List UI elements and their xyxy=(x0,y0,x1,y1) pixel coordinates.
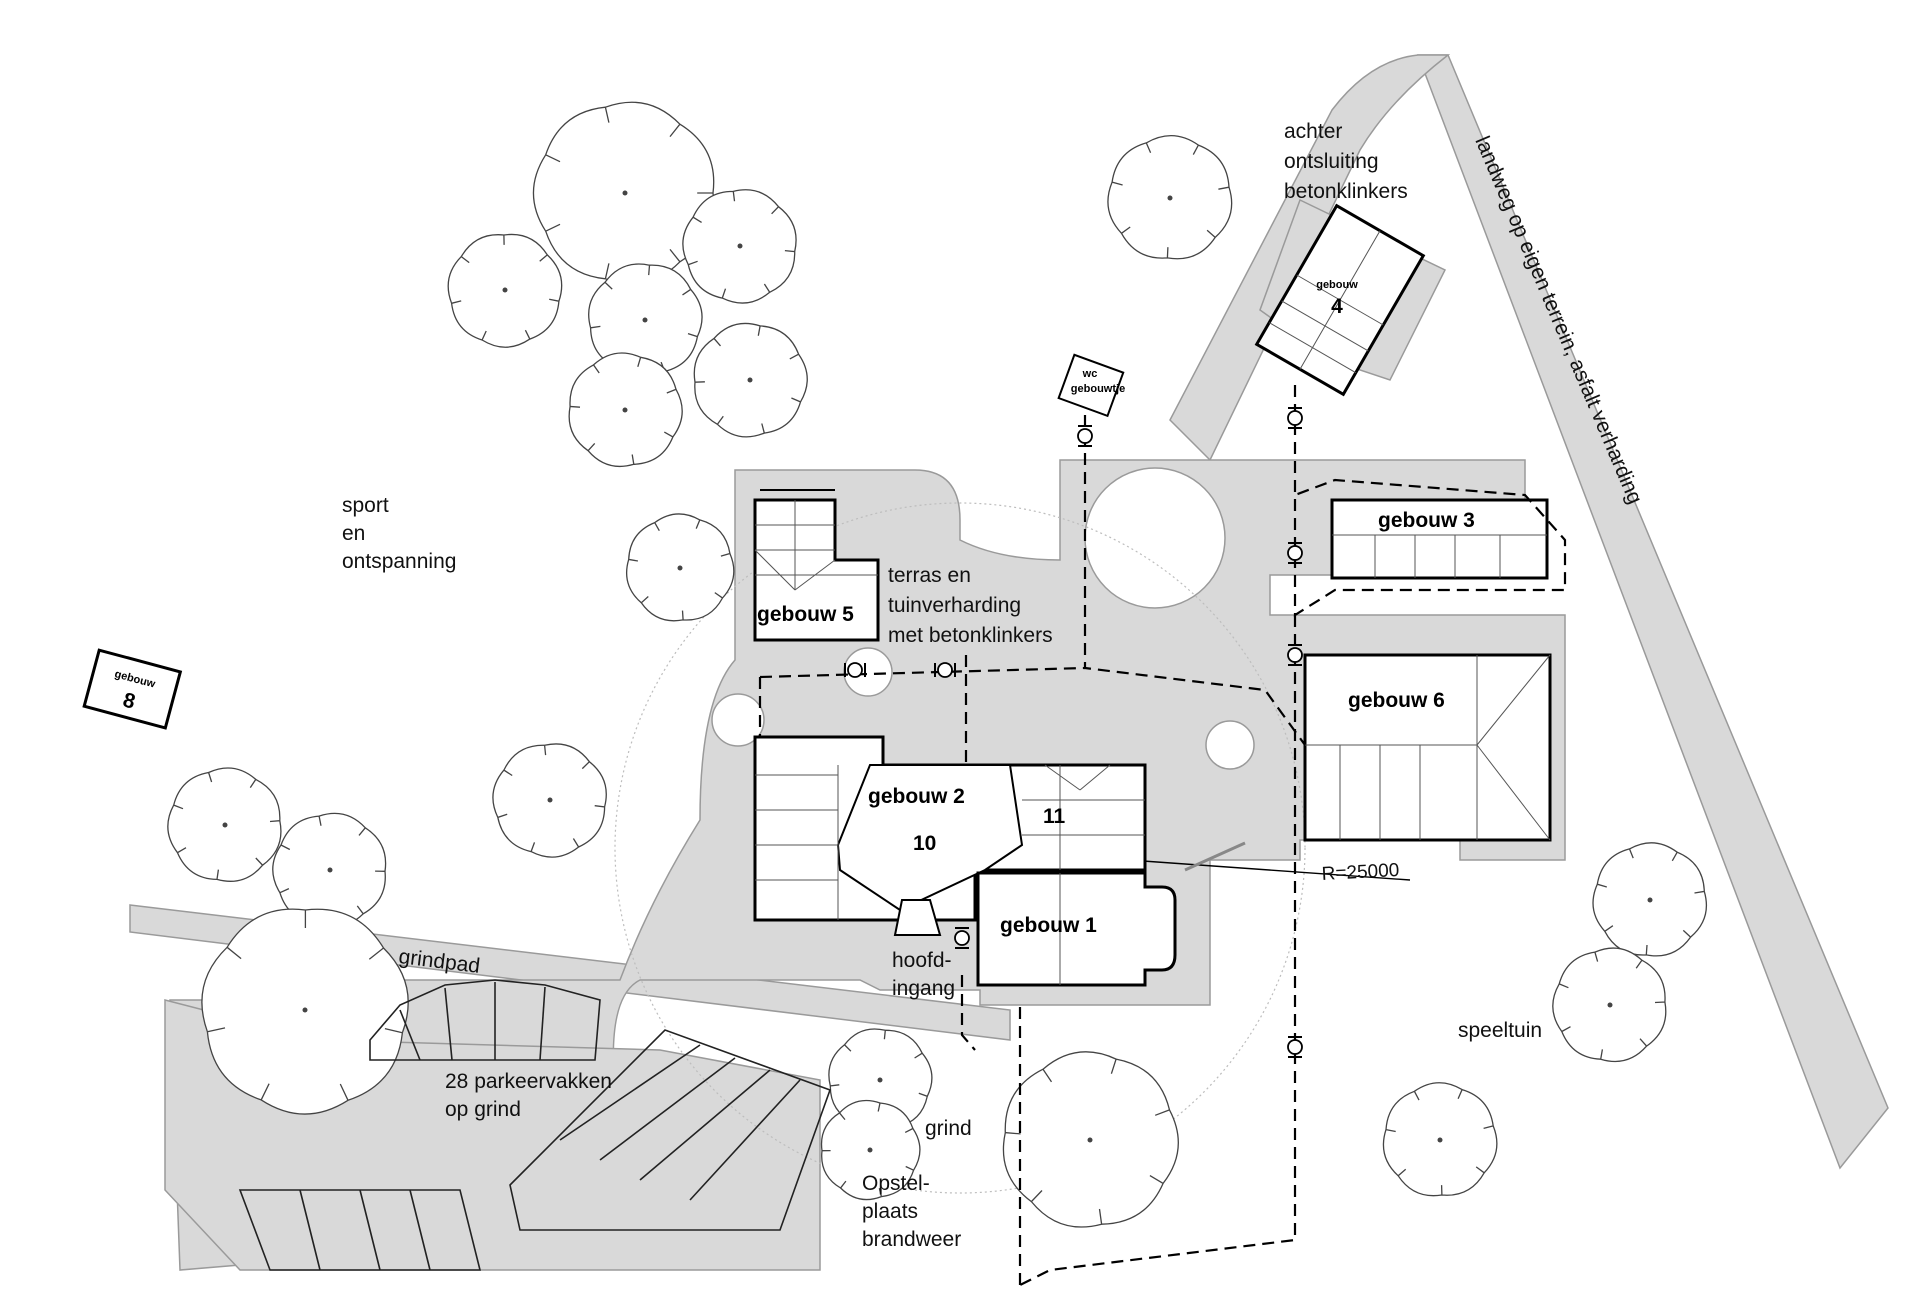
fire-hydrants xyxy=(844,407,1303,1058)
speeltuin-label: speeltuin xyxy=(1458,1019,1542,1042)
hydrant-6 xyxy=(844,662,866,678)
wc-label-1: wc xyxy=(1082,368,1098,380)
tree-center xyxy=(1437,1137,1443,1143)
pavement-layer xyxy=(129,54,1889,1271)
sport-label-1: sport xyxy=(342,494,389,517)
tree-center xyxy=(327,867,333,873)
achter-label-2: ontsluiting xyxy=(1284,150,1379,173)
hydrant-1 xyxy=(1077,425,1093,447)
tree-center xyxy=(622,190,628,196)
tree-center xyxy=(1087,1137,1093,1143)
entrance-canopy xyxy=(893,899,942,936)
wc-label-2: gebouwtje xyxy=(1071,383,1125,395)
hydrant-5 xyxy=(1287,1036,1303,1058)
tree-center xyxy=(302,1007,308,1013)
parkeer-label-1: 28 parkeervakken xyxy=(445,1070,612,1093)
tree-center xyxy=(677,565,683,571)
trees-layer xyxy=(167,101,1708,1228)
tree-center xyxy=(747,377,753,383)
sport-label-3: ontspanning xyxy=(342,550,456,573)
building-6-label: gebouw 6 xyxy=(1348,689,1445,712)
fire-radius-circle xyxy=(614,502,1306,1194)
small-island-left xyxy=(711,693,765,747)
achter-label-1: achter xyxy=(1284,120,1342,143)
tree-center xyxy=(222,822,228,828)
building-11-number: 11 xyxy=(1043,805,1066,828)
achter-label-3: betonklinkers xyxy=(1284,180,1408,203)
wc-building xyxy=(1057,353,1125,418)
landweg-label: landweg op eigen terrein, asfalt verhard… xyxy=(1470,133,1646,507)
buildings-layer: gebouw 8 gebouw 5 xyxy=(82,203,1552,987)
radius-label: R=25000 xyxy=(1321,860,1400,885)
building-5-label: gebouw 5 xyxy=(757,603,854,626)
building-1-label: gebouw 1 xyxy=(1000,914,1097,937)
tree-center xyxy=(877,1077,883,1083)
building-2-label: gebouw 2 xyxy=(868,785,965,808)
tree-center xyxy=(737,243,743,249)
tree-center xyxy=(642,317,648,323)
opstel-label-3: brandweer xyxy=(862,1228,961,1251)
building-6: gebouw 6 xyxy=(1303,653,1552,842)
opstel-label-1: Opstel- xyxy=(862,1172,930,1195)
hydrant-4 xyxy=(1287,644,1303,666)
building-5: gebouw 5 xyxy=(753,489,880,642)
building-10-number: 10 xyxy=(913,832,936,855)
terras-label-3: met betonklinkers xyxy=(888,624,1053,647)
building-2: gebouw 2 10 11 xyxy=(753,735,1147,922)
tree-center xyxy=(547,797,553,803)
tree-center xyxy=(1167,195,1173,201)
building-3: gebouw 3 xyxy=(1330,498,1549,580)
building-4-label-1: gebouw xyxy=(1316,279,1358,291)
parking-stalls xyxy=(238,979,832,1271)
parkeer-label-2: op grind xyxy=(445,1098,521,1121)
building-8: gebouw 8 xyxy=(82,648,183,730)
terras-label-2: tuinverharding xyxy=(888,594,1021,617)
hydrant-7 xyxy=(934,662,956,678)
building-4-label-2: 4 xyxy=(1331,295,1343,318)
roundabout-island xyxy=(1084,467,1226,609)
hoofdingang-label-2: ingang xyxy=(892,977,955,1000)
radius-leader xyxy=(1184,841,1246,872)
building-1: gebouw 1 xyxy=(976,871,1177,987)
building-4 xyxy=(1254,203,1426,397)
tree-center xyxy=(622,407,628,413)
grind-label: grind xyxy=(925,1117,972,1140)
tree-center xyxy=(1647,897,1653,903)
opstel-label-2: plaats xyxy=(862,1200,918,1223)
hydrant-3 xyxy=(1287,542,1303,564)
terras-label-1: terras en xyxy=(888,564,971,587)
tree-center xyxy=(1607,1002,1613,1008)
small-island-right xyxy=(1205,720,1255,770)
hoofdingang-label-1: hoofd- xyxy=(892,949,952,972)
sport-label-2: en xyxy=(342,522,365,545)
hydrant-8 xyxy=(954,927,970,949)
tree-center xyxy=(867,1147,873,1153)
tree-center xyxy=(502,287,508,293)
hydrant-2 xyxy=(1287,407,1303,429)
building-3-label: gebouw 3 xyxy=(1378,509,1475,532)
